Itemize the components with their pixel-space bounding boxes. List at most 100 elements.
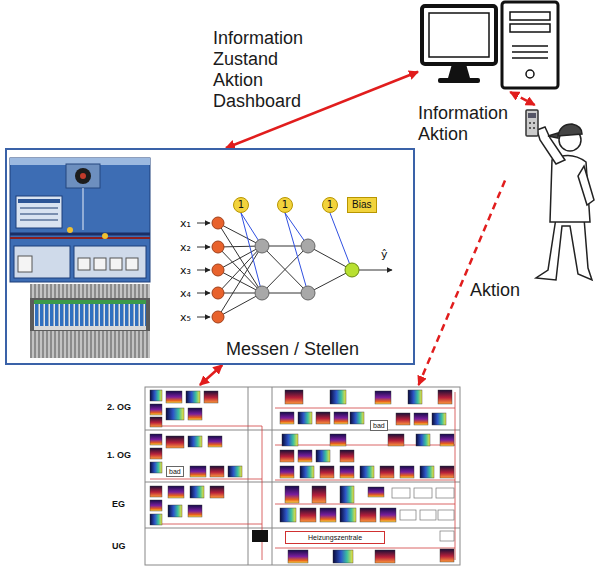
plc-photo [30, 284, 150, 358]
floor-plan-drawing [380, 508, 396, 522]
floor-plan-drawing [396, 413, 410, 425]
floor-plan-drawing [340, 450, 354, 462]
floor-plan-drawing [333, 550, 353, 563]
floor-plan-drawing [150, 524, 262, 525]
computer-icon [502, 2, 558, 88]
floor-plan-drawing [440, 466, 454, 478]
floor-plan-drawing [360, 508, 376, 522]
floor-plan-drawing [312, 486, 326, 503]
control-panel: 1 1 1 Bias [5, 148, 415, 365]
bias-node: 1 [233, 197, 249, 213]
neural-network [212, 217, 224, 229]
neural-network [345, 263, 359, 277]
floor-plan-drawing [188, 408, 202, 420]
worker-figure [526, 110, 594, 280]
floor-plan-drawing [420, 510, 436, 520]
neural-network [301, 239, 315, 253]
worker-figure [528, 113, 536, 118]
edge-label: Information Aktion [418, 103, 508, 145]
plc-photo [30, 284, 150, 298]
floor-plan-drawing [150, 390, 162, 401]
worker-figure [526, 110, 538, 136]
floor-plan-drawing [340, 508, 356, 522]
floor-plan-drawing [298, 450, 312, 462]
computer-icon [422, 6, 496, 64]
bias-node: 1 [322, 197, 338, 213]
floor-plan-drawing [150, 514, 162, 525]
worker-figure [529, 127, 531, 129]
floor-plan-drawing [388, 434, 404, 446]
input-label: x₄ [180, 287, 191, 300]
computer-icon [512, 45, 548, 47]
floor-plan-drawing [280, 466, 294, 478]
worker-figure [536, 218, 592, 280]
floor-plan-drawing [320, 508, 336, 522]
floor-plan-drawing [210, 486, 224, 498]
floor-plan-drawing [408, 390, 422, 404]
node-text: Bias [352, 199, 372, 211]
floor-plan-drawing [150, 417, 162, 427]
floor-plan-drawing [166, 408, 184, 420]
node-text: 1 [238, 199, 244, 211]
floor-plan-drawing [150, 500, 162, 511]
floor-plan-drawing [168, 486, 184, 498]
floor-plan-drawing [275, 548, 455, 549]
floor-plan-drawing [285, 486, 299, 503]
worker-node [505, 105, 598, 285]
neural-network [212, 217, 224, 323]
computer-icon [512, 51, 548, 53]
neural-network [255, 239, 315, 300]
neural-network [212, 311, 224, 323]
floor-plan-drawing [188, 436, 202, 447]
floor-plan-drawing [440, 531, 454, 541]
output-label: ŷ [381, 248, 388, 261]
arrow [200, 365, 222, 385]
neural-network [285, 213, 308, 293]
boiler-room-box: Heizungszentrale [285, 531, 385, 544]
floor-plan-drawing [150, 486, 162, 497]
scada-screenshot [18, 256, 32, 272]
floor-plan-drawing [420, 466, 434, 478]
scada-screenshot [94, 258, 106, 270]
room-box: bad [370, 420, 388, 431]
floor-plan-drawing [275, 504, 455, 505]
floor-plan-drawing [320, 466, 334, 478]
floor-plan-drawing [288, 550, 308, 563]
floor-label: 1. OG [107, 450, 131, 461]
worker-figure [558, 124, 582, 136]
floor-plan-drawing [210, 466, 224, 477]
floor-plan-drawing [440, 434, 454, 446]
floor-plan-drawing [375, 550, 395, 563]
scada-screenshot [78, 258, 90, 270]
neural-network [197, 317, 210, 318]
floor-plan-drawing [285, 390, 303, 404]
scada-screenshot [75, 168, 91, 184]
node-text: bad [373, 421, 385, 430]
bias-node: 1 [277, 197, 293, 213]
neural-network [197, 213, 392, 323]
floor-plan-drawing [330, 390, 346, 404]
computer-icon [422, 2, 558, 88]
neural-network [212, 264, 224, 276]
neural-network [241, 213, 352, 293]
scada-screenshot [14, 246, 70, 278]
floor-plan-drawing [145, 528, 460, 529]
edge-label: Information Zustand Aktion Dashboard [213, 28, 303, 112]
floor-plan-drawing [300, 508, 316, 522]
floor-plan-drawing [416, 434, 430, 446]
worker-figure [529, 122, 531, 124]
floor-plan-drawing [282, 434, 298, 446]
floor-label: EG [112, 499, 125, 510]
floor-label: UG [112, 541, 126, 552]
scada-screenshot [66, 164, 100, 188]
plc-photo [34, 300, 146, 304]
floor-plan-drawing [145, 387, 460, 565]
neural-network [212, 241, 224, 253]
floor-plan-drawing [228, 466, 242, 477]
neural-network [330, 213, 352, 270]
floor-plan-drawing [340, 486, 354, 503]
neural-network [197, 270, 210, 271]
node-text: 1 [327, 199, 333, 211]
floor-plan-drawing [316, 450, 330, 462]
